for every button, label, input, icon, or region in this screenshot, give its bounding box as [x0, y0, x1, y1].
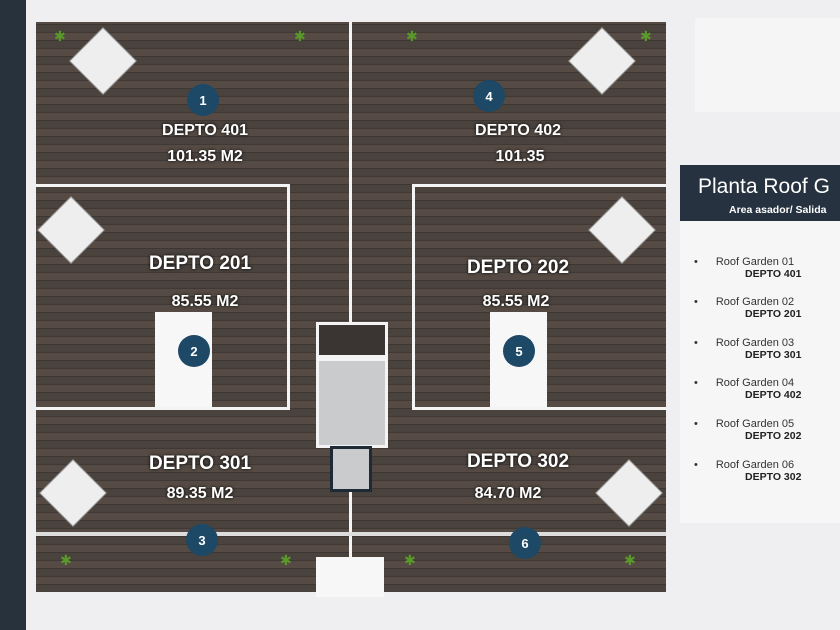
panel-header: Planta Roof G Area asador/ Salida — [680, 165, 840, 221]
left-sidebar — [0, 0, 26, 630]
unit-area: 84.70 M2 — [474, 485, 542, 502]
plant-icon: ✱ — [294, 28, 306, 44]
wall — [36, 184, 290, 187]
unit-badge: 3 — [186, 524, 218, 556]
plant-icon: ✱ — [54, 28, 66, 44]
unit-badge: 4 — [473, 80, 505, 112]
unit-name: DEPTO 401 — [162, 122, 248, 139]
unit-badge: 5 — [503, 335, 535, 367]
wall — [287, 184, 290, 409]
info-box — [695, 18, 840, 112]
plant-icon: ✱ — [404, 552, 416, 568]
wall — [36, 532, 666, 536]
unit-name: DEPTO 202 — [466, 257, 570, 278]
wall — [349, 492, 352, 557]
stair-core — [316, 358, 388, 448]
floor-plan: ✱ ✱ ✱ ✱ ✱ ✱ ✱ ✱ — [36, 22, 666, 597]
unit-name: DEPTO 301 — [148, 453, 252, 474]
panel-subtitle: Area asador/ Salida — [729, 204, 827, 216]
plant-icon: ✱ — [280, 552, 292, 568]
umbrella — [40, 460, 106, 526]
unit-area: 101.35 M2 — [167, 148, 243, 165]
unit-badge: 1 — [187, 84, 219, 116]
panel-title: Planta Roof G — [698, 175, 830, 198]
unit-name: DEPTO 302 — [466, 451, 570, 472]
umbrella — [589, 197, 655, 263]
umbrella — [596, 460, 662, 526]
unit-area: 89.35 M2 — [166, 485, 234, 502]
umbrella — [38, 197, 104, 263]
plant-icon: ✱ — [624, 552, 636, 568]
unit-area: 85.55 M2 — [171, 293, 239, 310]
unit-badge: 2 — [178, 335, 210, 367]
wall — [412, 407, 666, 410]
wall — [36, 407, 290, 410]
umbrella — [70, 28, 136, 94]
unit-name: DEPTO 402 — [475, 122, 561, 139]
wall — [412, 184, 666, 187]
umbrella — [569, 28, 635, 94]
bathroom — [316, 322, 388, 358]
exit-opening — [316, 557, 384, 597]
unit-name: DEPTO 201 — [148, 253, 252, 274]
plant-icon: ✱ — [60, 552, 72, 568]
plant-icon: ✱ — [640, 28, 652, 44]
wall — [412, 184, 415, 409]
unit-badge: 6 — [509, 527, 541, 559]
wall — [349, 22, 352, 322]
elevator — [330, 446, 372, 492]
unit-area: 101.35 — [495, 148, 545, 165]
unit-area: 85.55 M2 — [482, 293, 550, 310]
plant-icon: ✱ — [406, 28, 418, 44]
